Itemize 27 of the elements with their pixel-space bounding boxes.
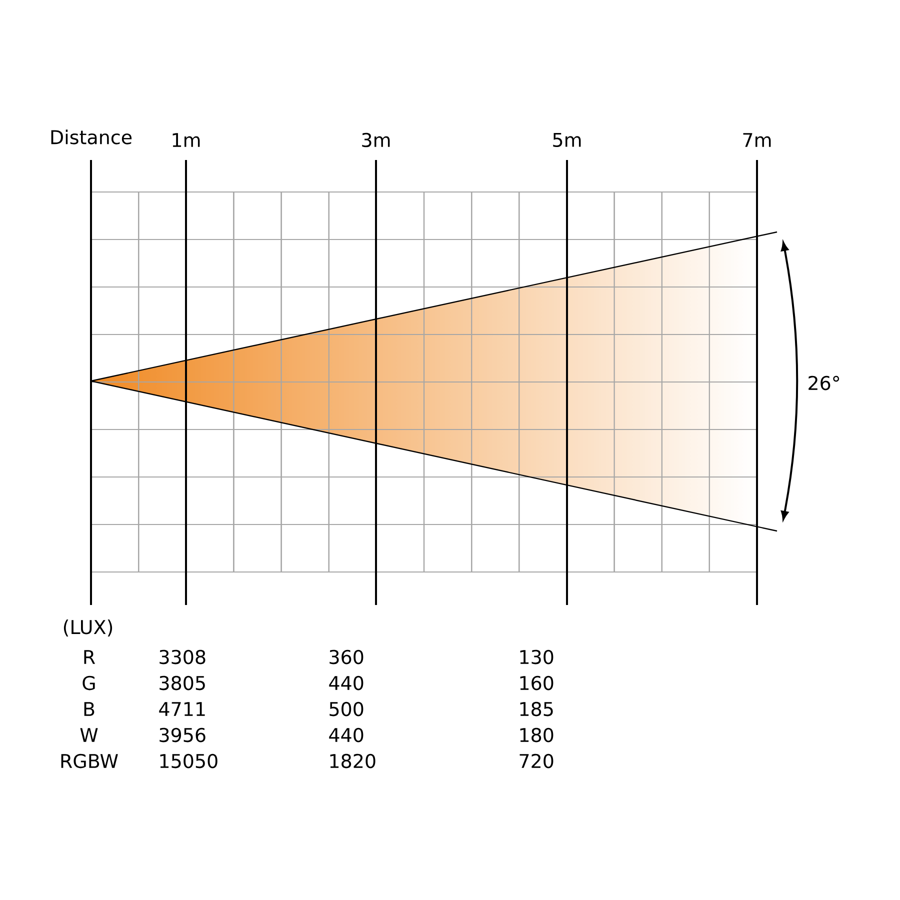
unit-label: (LUX) — [64, 620, 112, 636]
lux-value: 1820 — [330, 754, 376, 768]
lux-value: 130 — [520, 650, 554, 664]
row-label: RGBW — [61, 754, 118, 768]
lux-value: 3805 — [160, 676, 205, 690]
distance-label: 7m — [743, 133, 771, 147]
lux-value: 4711 — [159, 702, 205, 716]
distance-label: 3m — [362, 132, 390, 148]
lux-value: 440 — [329, 728, 364, 742]
lux-value: 185 — [520, 702, 553, 716]
lux-value: 3956 — [160, 728, 206, 742]
lux-value: 180 — [520, 728, 554, 742]
lux-value: 720 — [520, 754, 554, 768]
lux-value: 500 — [330, 702, 364, 716]
row-label: R — [84, 650, 96, 664]
distance-label: 1m — [172, 133, 200, 147]
lux-value: 160 — [520, 676, 554, 690]
lux-value: 440 — [329, 676, 364, 690]
row-label: G — [82, 676, 95, 690]
axis-label: Distance — [51, 130, 132, 144]
lux-value: 15050 — [160, 754, 218, 768]
distance-label: 5m — [553, 132, 581, 148]
lux-value: 360 — [330, 650, 364, 664]
row-label: B — [84, 702, 94, 716]
angle-label: 26° — [808, 376, 840, 390]
lux-value: 3308 — [160, 650, 206, 664]
row-label: W — [80, 728, 98, 742]
